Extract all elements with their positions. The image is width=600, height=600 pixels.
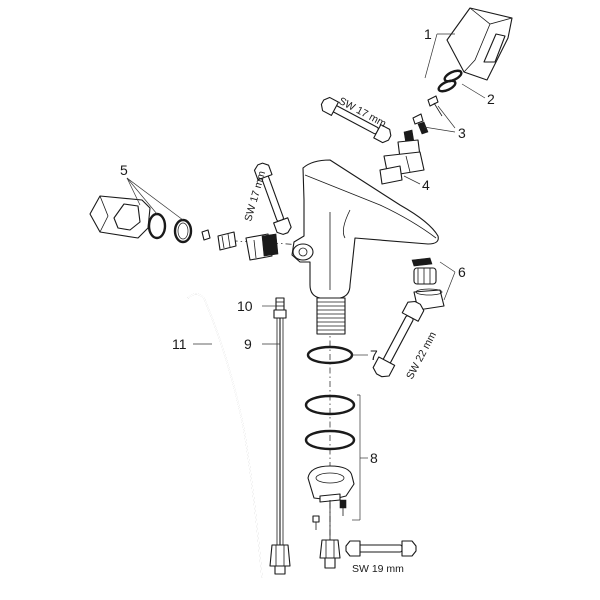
part-1-lever-handle xyxy=(446,7,513,81)
part-5-side-handle xyxy=(89,195,193,244)
leader-5a xyxy=(126,177,141,206)
part-4-cartridge xyxy=(379,129,425,185)
side-screw-and-cartridge xyxy=(201,229,279,261)
leader-4 xyxy=(403,175,421,185)
callout-4: 4 xyxy=(422,177,430,193)
callout-8: 8 xyxy=(370,450,378,466)
part-9-10-flex-hose xyxy=(269,297,291,575)
callout-5: 5 xyxy=(120,162,128,178)
tool-label-sw17-side: SW 17 mm xyxy=(242,169,268,222)
callout-11: 11 xyxy=(172,336,187,352)
callout-9: 9 xyxy=(244,336,252,352)
wrench-sw17-top xyxy=(320,96,392,144)
leader-6a xyxy=(439,261,456,273)
part-11-pull-rod xyxy=(187,293,263,579)
leader-5c xyxy=(126,177,184,221)
leader-1b xyxy=(424,33,438,79)
part-2-o-rings xyxy=(437,69,463,93)
part-3-screws xyxy=(412,95,443,135)
tool-label-sw22: SW 22 mm xyxy=(404,330,439,382)
callout-3: 3 xyxy=(458,125,466,141)
leader-6b xyxy=(443,271,456,301)
wrench-sw22 xyxy=(372,300,425,378)
callout-10: 10 xyxy=(237,298,253,314)
leader-2 xyxy=(461,83,486,99)
faucet-threaded-shank xyxy=(316,297,346,335)
center-supply-hose xyxy=(319,500,341,569)
callout-1: 1 xyxy=(424,26,432,42)
leader-3b xyxy=(423,126,456,133)
wrench-sw19 xyxy=(345,540,417,557)
part-8-mounting-set xyxy=(304,394,356,530)
tool-label-sw19: SW 19 mm xyxy=(352,563,404,575)
faucet-body xyxy=(291,159,439,299)
leader-5b xyxy=(126,177,158,215)
wrench-sw17-side xyxy=(253,162,292,235)
leader-3a xyxy=(437,105,456,129)
callout-7: 7 xyxy=(370,347,378,363)
callout-2: 2 xyxy=(487,91,495,107)
callout-6: 6 xyxy=(458,264,466,280)
